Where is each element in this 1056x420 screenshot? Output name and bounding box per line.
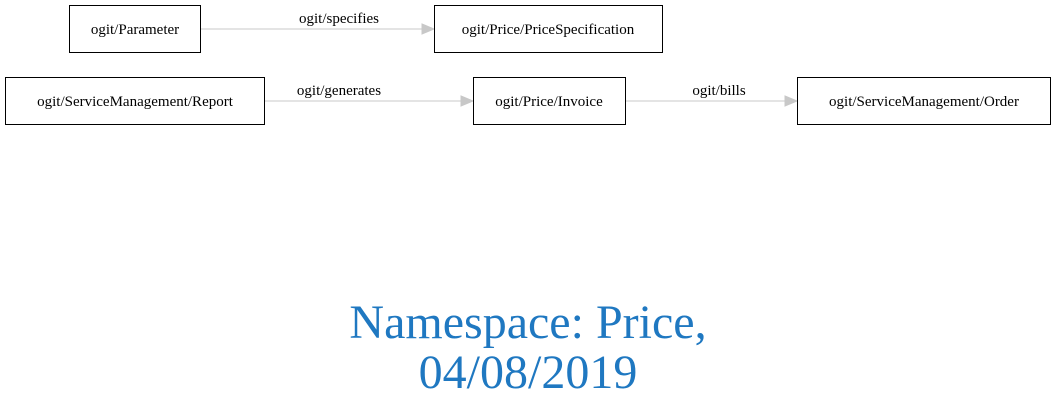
edge-generates-label: ogit/generates	[297, 83, 381, 99]
node-price-specification-box	[434, 5, 663, 53]
node-invoice-label: ogit/Price/Invoice	[495, 94, 603, 110]
node-invoice[interactable]: ogit/Price/Invoice	[473, 77, 626, 125]
edge-generates-arrowhead	[460, 95, 475, 107]
edge-generates: ogit/generates	[264, 83, 475, 107]
diagram-title-namespace: Namespace: Price,	[349, 296, 707, 349]
node-order-label: ogit/ServiceManagement/Order	[829, 94, 1019, 110]
node-order-box	[797, 77, 1051, 125]
node-order[interactable]: ogit/ServiceManagement/Order	[797, 77, 1051, 125]
node-report-label: ogit/ServiceManagement/Report	[37, 94, 234, 110]
edge-bills-arrowhead	[784, 95, 799, 107]
edge-specifies: ogit/specifies	[200, 11, 436, 35]
edge-specifies-arrowhead	[421, 23, 436, 35]
node-report[interactable]: ogit/ServiceManagement/Report	[5, 77, 265, 125]
edge-bills: ogit/bills	[625, 83, 799, 107]
edge-specifies-label: ogit/specifies	[299, 11, 379, 27]
node-parameter-box	[69, 5, 201, 53]
diagram-title-date: 04/08/2019	[418, 346, 638, 399]
node-price-specification[interactable]: ogit/Price/PriceSpecification	[434, 5, 663, 53]
node-price-specification-label: ogit/Price/PriceSpecification	[462, 22, 635, 38]
node-parameter-label: ogit/Parameter	[91, 22, 179, 38]
node-report-box	[5, 77, 265, 125]
node-parameter[interactable]: ogit/Parameter	[69, 5, 201, 53]
node-invoice-box	[473, 77, 626, 125]
diagram-title: Namespace: Price, 04/08/2019	[0, 298, 1056, 398]
edge-bills-label: ogit/bills	[692, 83, 746, 99]
